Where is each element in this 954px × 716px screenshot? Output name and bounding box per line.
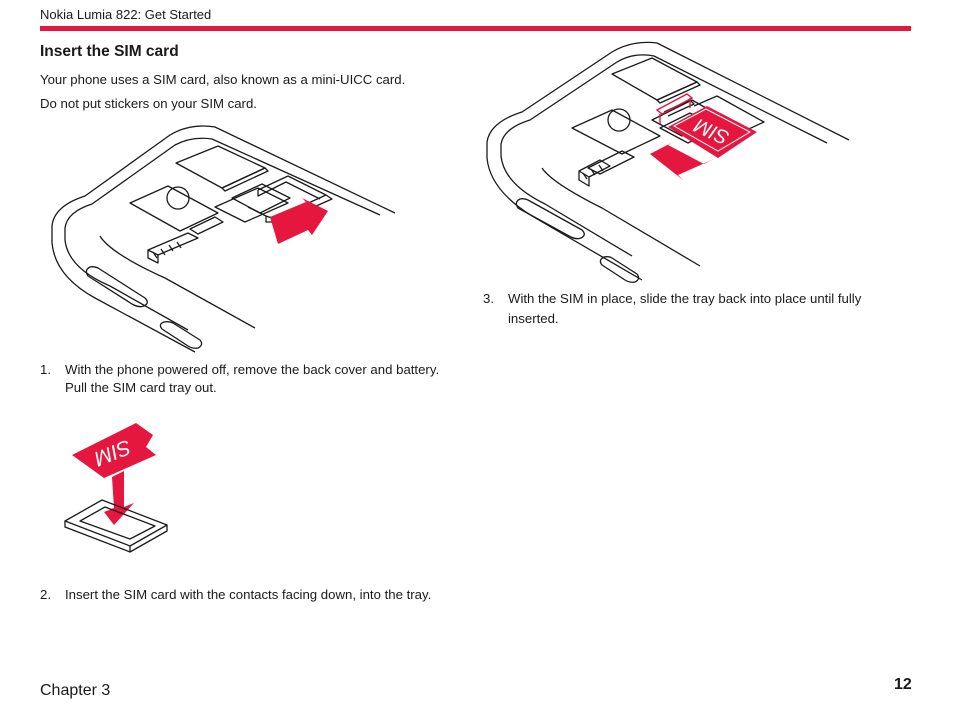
footer-chapter: Chapter 3 (40, 682, 111, 699)
step-3-number: 3. (483, 291, 494, 306)
page-number: 12 (894, 676, 912, 693)
step-1-number: 1. (40, 362, 51, 377)
step-1-text-line2: Pull the SIM card tray out. (65, 380, 217, 395)
section-title: Insert the SIM card (40, 43, 179, 60)
step-3-text-line2: inserted. (508, 311, 559, 326)
step-2-text: Insert the SIM card with the contacts fa… (65, 587, 432, 602)
step-2-number: 2. (40, 587, 51, 602)
step-1-text-line1: With the phone powered off, remove the b… (65, 362, 440, 377)
illustration-remove-tray (51, 125, 396, 353)
intro-paragraph-sim-type: Your phone uses a SIM card, also known a… (40, 72, 406, 87)
intro-paragraph-stickers: Do not put stickers on your SIM card. (40, 96, 257, 111)
illustration-insert-sim: SIM (64, 423, 168, 553)
header-accent-bar (40, 26, 911, 31)
document-header-title: Nokia Lumia 822: Get Started (40, 7, 212, 22)
step-3-text-line1: With the SIM in place, slide the tray ba… (508, 291, 862, 306)
illustration-insert-tray: SIM (486, 41, 850, 283)
